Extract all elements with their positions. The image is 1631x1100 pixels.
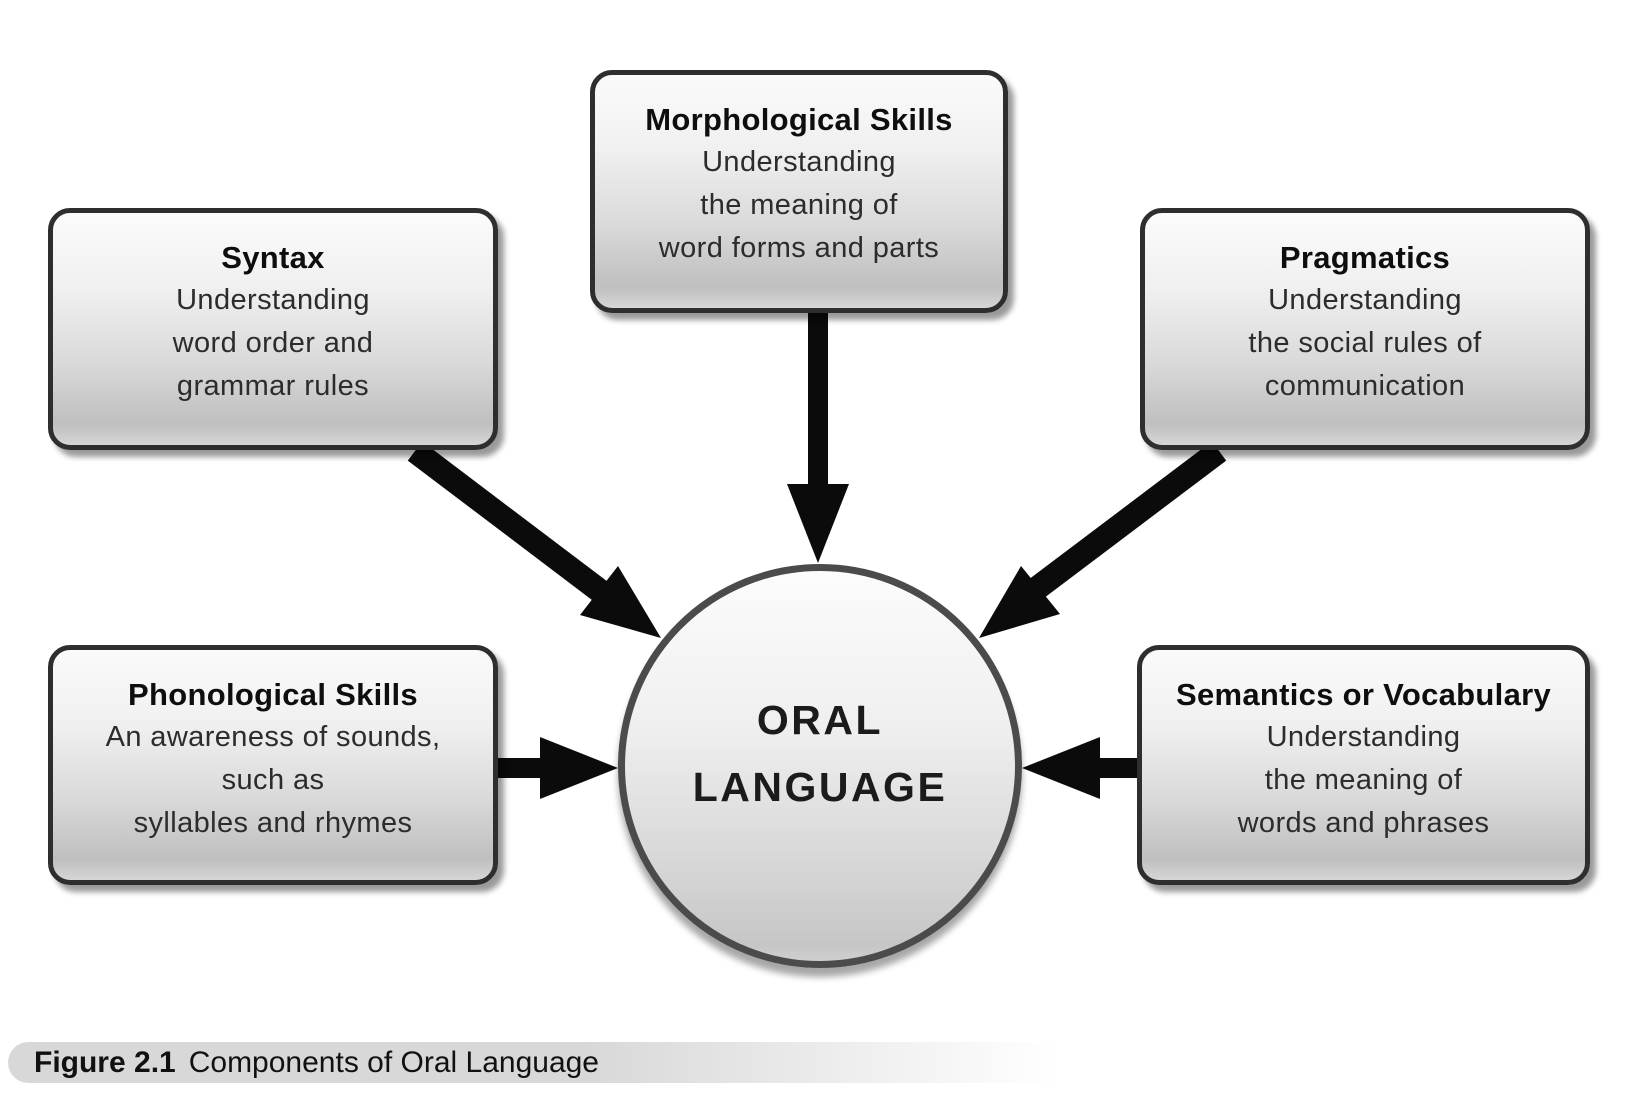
box-text-line: the social rules of [1248,327,1482,359]
box-text-line: communication [1264,370,1466,402]
circle-label-line2: LANGUAGE [692,764,948,810]
box-title: Phonological Skills [128,677,418,712]
box-text-line: such as [221,764,325,796]
arrow-pragmatics-to-center [979,441,1227,638]
box-title: Pragmatics [1279,240,1451,275]
box-text-line: Understanding [176,284,370,316]
box-text-line: syllables and rhymes [133,807,413,839]
caption-text: Components of Oral Language [188,1045,599,1079]
box-text-line: Understanding [1266,721,1461,753]
circle-label: ORAL LANGUAGE [693,687,948,821]
box-title: Morphological Skills [645,102,953,137]
box-text-line: the meaning of [1264,764,1463,796]
box-text-line: word order and [172,327,374,359]
box-text-line: Understanding [1268,284,1462,316]
box-text-line: Understanding [702,146,896,178]
box-title: Semantics or Vocabulary [1175,677,1552,712]
oral-language-circle: ORAL LANGUAGE [618,564,1022,968]
arrow-morphological-to-center [787,308,849,563]
box-text-line: the meaning of [700,189,898,221]
circle-label-line1: ORAL [756,697,884,743]
box-syntax: Syntax Understanding word order and gram… [48,208,498,450]
box-title: Syntax [221,240,325,275]
caption-label: Figure 2.1 [34,1045,176,1079]
box-semantics-or-vocabulary: Semantics or Vocabulary Understanding th… [1137,645,1590,885]
box-text-line: grammar rules [176,370,370,402]
box-pragmatics: Pragmatics Understanding the social rule… [1140,208,1590,450]
arrow-phonological-to-center [498,737,618,799]
arrow-syntax-to-center [407,441,661,638]
box-text-line: words and phrases [1237,807,1490,839]
figure-caption: Figure 2.1 Components of Oral Language [8,1042,1058,1083]
arrow-semantics-to-center [1022,737,1138,799]
box-text-line: word forms and parts [658,232,940,264]
box-phonological-skills: Phonological Skills An awareness of soun… [48,645,498,885]
box-text-line: An awareness of sounds, [105,721,441,753]
box-morphological-skills: Morphological Skills Understanding the m… [590,70,1008,313]
